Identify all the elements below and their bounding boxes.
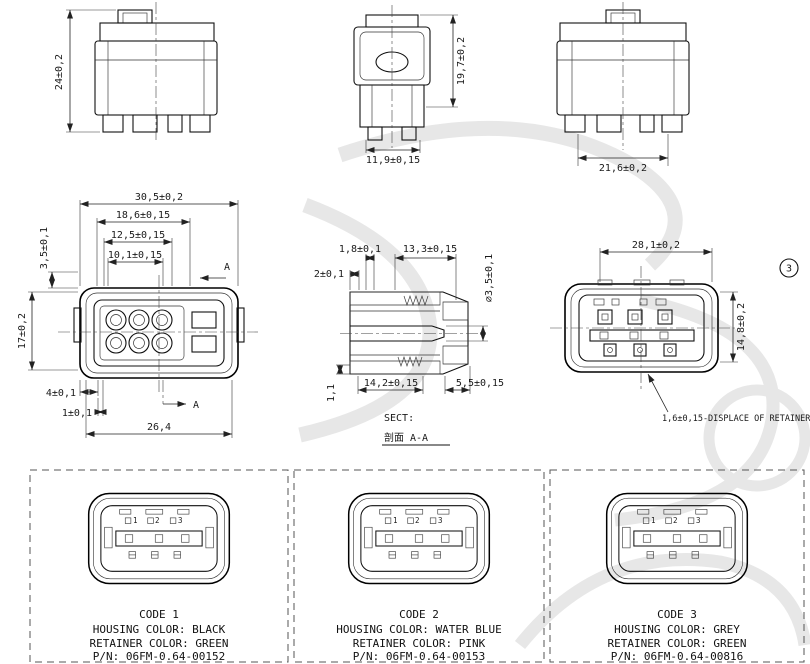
connector-face-drawing	[347, 492, 491, 585]
dim-rear-w: 28,1±0,2	[632, 240, 680, 251]
connector-face-drawing	[87, 492, 231, 585]
view-top-right: 21,6±0,2	[556, 2, 690, 174]
terminal-3: 3	[178, 516, 183, 525]
section-subtitle: 剖面 A-A	[384, 431, 428, 444]
terminal-1: 1	[651, 516, 656, 525]
terminal-2: 2	[155, 516, 160, 525]
terminal-1: 1	[133, 516, 138, 525]
dim-front-h: 17±0,2	[17, 313, 28, 349]
view-top-left: 24±0,2	[54, 2, 218, 142]
dim-front-w2: 18,6±0,15	[116, 210, 170, 221]
view-section: 2±0,1 1,8±0,1 13,3±0,15 ⌀3,5±0,1 14,2±0,…	[314, 244, 504, 446]
code-box-3: 1 2 3 CODE 3 HOUSING COLOR: GREY RETAINE…	[549, 469, 805, 663]
code-box-1: 1 2 3 CODE 1 HOUSING COLOR: BLACK RETAIN…	[29, 469, 289, 663]
dim-top-right-width: 21,6±0,2	[599, 163, 647, 174]
dim-rear-h: 14,8±0,2	[736, 303, 747, 351]
code-1-retainer: RETAINER COLOR: GREEN	[89, 637, 228, 650]
dim-sect-l2: 1,1	[326, 384, 337, 402]
code-3-retainer: RETAINER COLOR: GREEN	[607, 637, 746, 650]
dim-sect-l1: 2±0,1	[314, 269, 344, 280]
code-1-housing: HOUSING COLOR: BLACK	[93, 623, 226, 636]
code-2-pn: P/N: 06FM-0.64-00153	[353, 650, 485, 663]
code-3-title: CODE 3	[657, 608, 697, 621]
terminal-2: 2	[673, 516, 678, 525]
dim-front-b1: 4±0,1	[46, 388, 76, 399]
section-arrow-label-bottom: A	[193, 400, 199, 411]
view-front: 30,5±0,2 18,6±0,15 12,5±0,15 10,1±0,15 A…	[17, 192, 258, 438]
terminal-2: 2	[415, 516, 420, 525]
dim-front-h-top: 3,5±0,1	[39, 227, 50, 269]
code-2-retainer: RETAINER COLOR: PINK	[353, 637, 486, 650]
dim-front-b2: 1±0,1	[62, 408, 92, 419]
terminal-1: 1	[393, 516, 398, 525]
code-box-2: 1 2 3 CODE 2 HOUSING COLOR: WATER BLUE R…	[293, 469, 545, 663]
dim-front-b3: 26,4	[147, 422, 171, 433]
dim-top-mid-height: 19,7±0,2	[456, 37, 467, 85]
section-arrow-label-top: A	[224, 262, 230, 273]
view-top-middle: 19,7±0,2 11,9±0,15	[353, 5, 467, 166]
dim-sect-t1: 1,8±0,1	[339, 244, 381, 255]
code-3-housing: HOUSING COLOR: GREY	[614, 623, 740, 636]
dim-sect-b2: 5,5±0,15	[456, 378, 504, 389]
code-1-pn: P/N: 06FM-0.64-00152	[93, 650, 225, 663]
balloon-3: 3	[786, 264, 792, 275]
code-2-title: CODE 2	[399, 608, 439, 621]
dim-top-mid-width: 11,9±0,15	[366, 155, 420, 166]
view-rear: 28,1±0,2 14,8±0,2 1,6±0,15-DISPLACE OF R…	[550, 240, 810, 424]
dim-front-w4: 10,1±0,15	[108, 250, 162, 261]
front-terminals	[105, 309, 173, 354]
dim-sect-b1: 14,2±0,15	[364, 378, 418, 389]
terminal-3: 3	[438, 516, 443, 525]
code-1-title: CODE 1	[139, 608, 179, 621]
section-title: SECT:	[384, 413, 414, 424]
terminal-3: 3	[696, 516, 701, 525]
code-3-pn: P/N: 06FM-0.64-00816	[611, 650, 743, 663]
dim-front-w3: 12,5±0,15	[111, 230, 165, 241]
dim-front-w1: 30,5±0,2	[135, 192, 183, 203]
dim-rear-note: 1,6±0,15-DISPLACE OF RETAINER	[662, 414, 810, 424]
dim-top-left-height: 24±0,2	[54, 54, 65, 90]
code-2-housing: HOUSING COLOR: WATER BLUE	[336, 623, 502, 636]
dim-sect-dia: ⌀3,5±0,1	[484, 254, 495, 302]
dim-sect-t2: 13,3±0,15	[403, 244, 457, 255]
